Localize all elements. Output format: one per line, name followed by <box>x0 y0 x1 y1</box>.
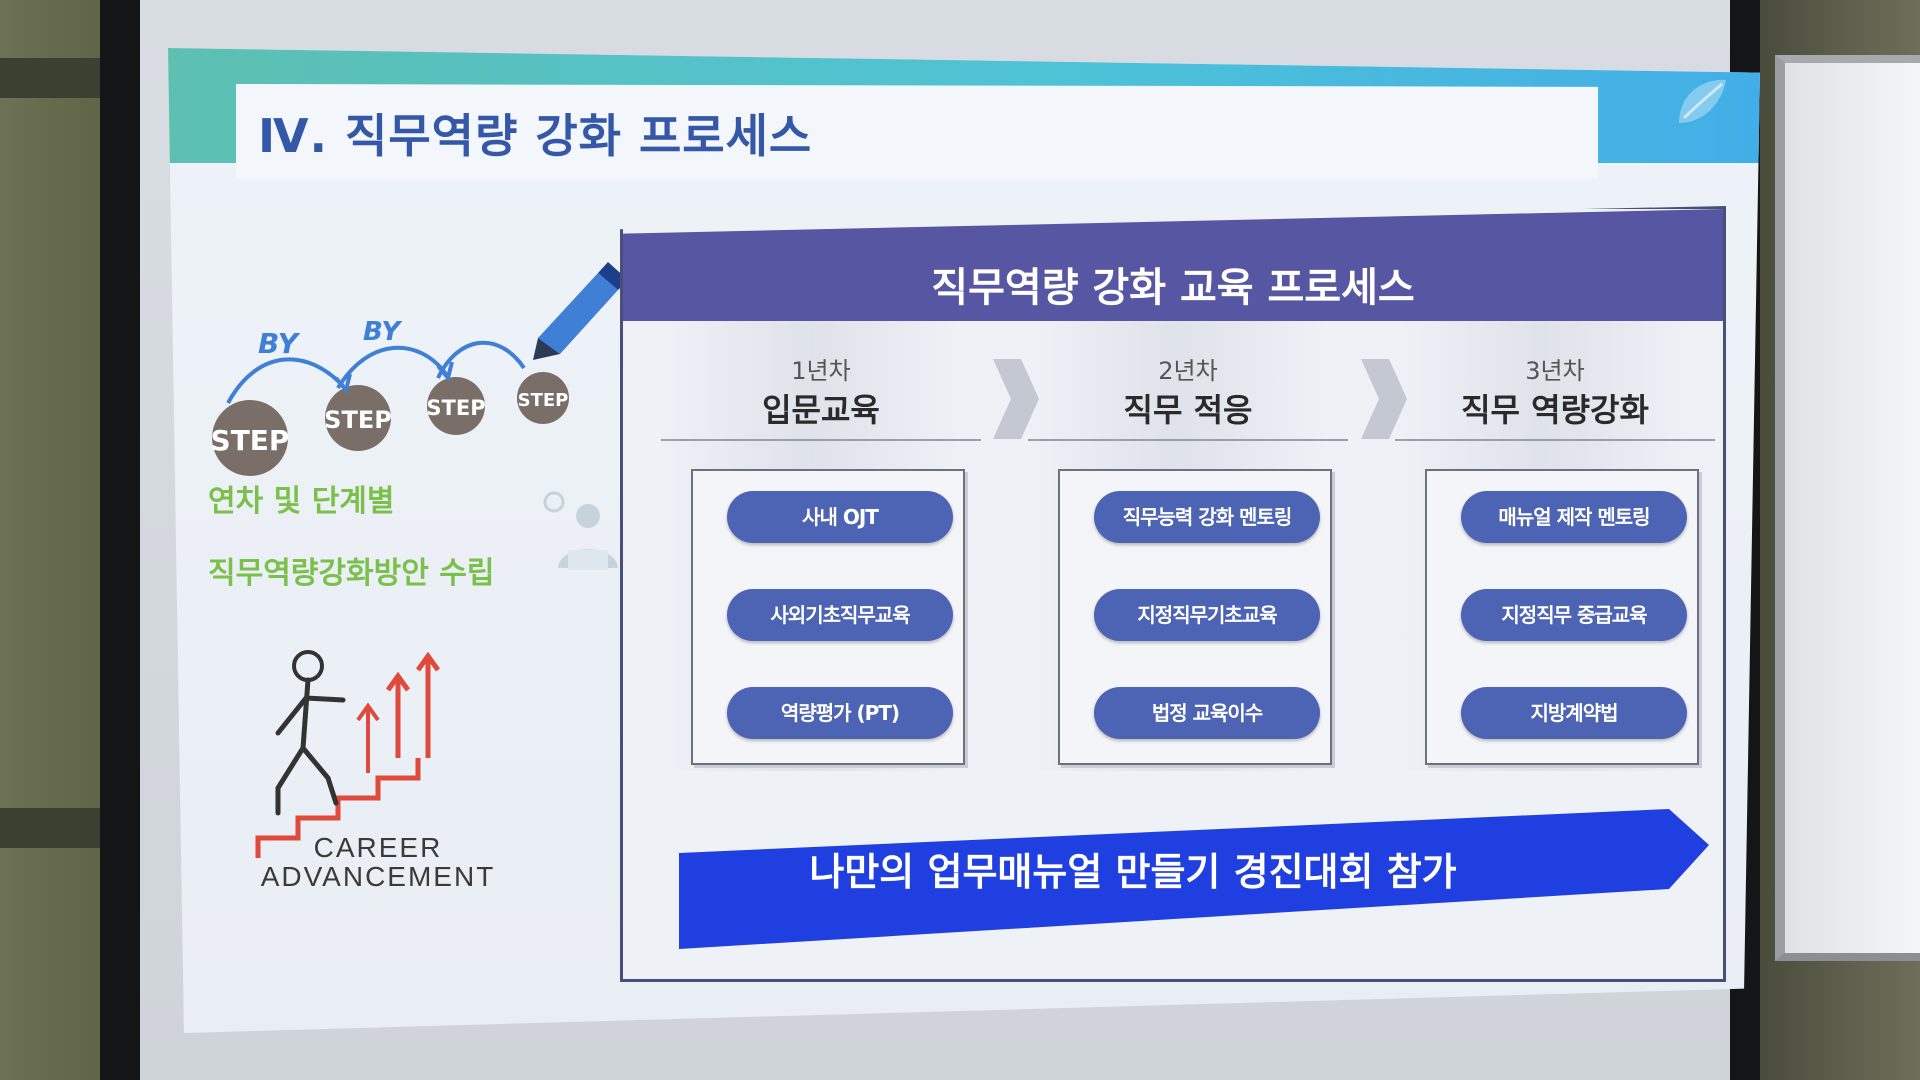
step-label: STEP <box>324 406 392 434</box>
subtitle-line-2: 직무역량강화방안 수립 <box>208 556 495 591</box>
by-label: BY <box>363 317 403 347</box>
arrow-curve <box>226 357 345 404</box>
step-circle: STEP <box>211 400 290 476</box>
process-column-year-1: 1년차 입문교육 사내 OJT 사외기초직무교육 역량평가 (PT) <box>641 321 1001 771</box>
arrow-curve <box>436 340 526 379</box>
person-idea-icon <box>543 491 618 570</box>
by-label: BY <box>258 327 301 360</box>
process-item: 직무능력 강화 멘토링 <box>1094 491 1320 543</box>
process-item: 역량평가 (PT) <box>727 687 953 739</box>
process-item: 사내 OJT <box>727 491 953 543</box>
pen-icon <box>533 262 628 360</box>
column-item-box: 사내 OJT 사외기초직무교육 역량평가 (PT) <box>691 469 965 765</box>
process-panel-title: 직무역량 강화 교육 프로세스 <box>931 265 1415 311</box>
process-item: 지정직무기초교육 <box>1094 589 1320 641</box>
slide: Ⅳ. 직무역량 강화 프로세스 STEP STEP STEP STEP BY B… <box>168 48 1760 1033</box>
slide-title-box <box>236 84 1598 179</box>
career-line-1: CAREER <box>313 832 443 863</box>
career-line-2: ADVANCEMENT <box>260 861 496 893</box>
step-circle: STEP <box>324 385 392 451</box>
step-circle: STEP <box>517 372 569 424</box>
career-climb-icon <box>255 650 441 858</box>
column-item-box: 매뉴얼 제작 멘토링 지정직무 중급교육 지방계약법 <box>1425 469 1699 765</box>
banner-label: 나만의 업무매뉴얼 만들기 경진대회 참가 <box>809 850 1457 894</box>
column-name: 입문교육 <box>762 391 880 429</box>
column-year: 2년차 <box>1158 357 1218 385</box>
column-item-box: 직무능력 강화 멘토링 지정직무기초교육 법정 교육이수 <box>1058 469 1332 765</box>
whiteboard <box>1775 55 1920 961</box>
process-column-year-3: 3년차 직무 역량강화 매뉴얼 제작 멘토링 지정직무 중급교육 지방계약법 <box>1375 321 1726 771</box>
process-item: 지정직무 중급교육 <box>1461 589 1687 641</box>
process-item: 지방계약법 <box>1461 687 1687 739</box>
step-by-step-illustration: STEP STEP STEP STEP BY BY <box>211 262 628 476</box>
process-item: 사외기초직무교육 <box>727 589 953 641</box>
step-label: STEP <box>426 396 485 420</box>
column-name: 직무 적응 <box>1123 391 1253 429</box>
process-item: 매뉴얼 제작 멘토링 <box>1461 491 1687 543</box>
process-panel: 직무역량 강화 교육 프로세스 1년차 입문교육 사내 OJT 사외기초직무교육… <box>620 206 1726 982</box>
step-label: STEP <box>518 390 569 411</box>
arrow-head <box>334 373 352 395</box>
column-divider <box>1395 439 1715 441</box>
slide-title: Ⅳ. 직무역량 강화 프로세스 <box>258 109 813 163</box>
column-year: 1년차 <box>791 357 851 385</box>
step-circle: STEP <box>426 377 486 435</box>
logo-leaf-icon <box>1679 79 1726 123</box>
chevron-right-icon <box>993 359 1039 439</box>
column-name: 직무 역량강화 <box>1461 391 1649 429</box>
career-advancement-label: CAREER ADVANCEMENT <box>228 833 528 892</box>
banner-arrow <box>679 809 1709 949</box>
process-item: 법정 교육이수 <box>1094 687 1320 739</box>
arrow-curve <box>336 345 448 390</box>
column-divider <box>661 439 981 441</box>
column-year: 3년차 <box>1525 357 1585 385</box>
subtitle-line-1: 연차 및 단계별 <box>208 484 395 519</box>
column-divider <box>1028 439 1348 441</box>
process-column-year-2: 2년차 직무 적응 직무능력 강화 멘토링 지정직무기초교육 법정 교육이수 <box>1008 321 1368 771</box>
step-label: STEP <box>211 424 290 457</box>
